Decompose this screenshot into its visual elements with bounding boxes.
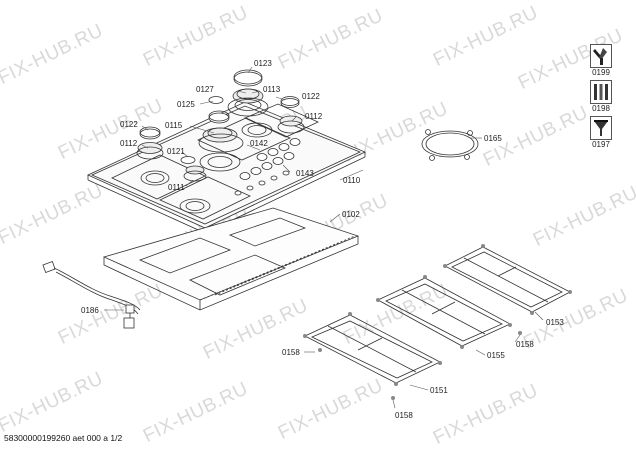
callout-0151: 0151 — [430, 386, 448, 395]
rubber-feet — [303, 244, 572, 400]
control-knobs — [234, 138, 301, 196]
wok-burner-stack — [227, 69, 269, 117]
pan-support-right — [444, 246, 571, 313]
callout-0186: 0186 — [81, 306, 99, 315]
callout-0165: 0165 — [484, 134, 502, 143]
callout-0127: 0127 — [196, 85, 214, 94]
callout-0158-left: 0158 — [282, 348, 300, 357]
callout-0112-left: 0112 — [120, 139, 138, 148]
burner-0111 — [180, 156, 207, 182]
icon-code-0198: 0198 — [592, 104, 610, 113]
callout-0122: 0122 — [302, 92, 320, 101]
callout-0122-left: 0122 — [120, 120, 138, 129]
callout-0121: 0121 — [167, 147, 185, 156]
bottom-tray — [102, 207, 360, 311]
callout-0125: 0125 — [177, 100, 195, 109]
callout-0112: 0112 — [305, 112, 323, 121]
callout-0110: 0110 — [343, 176, 361, 185]
callout-0158-bottom: 0158 — [395, 411, 413, 420]
callout-0113: 0113 — [263, 85, 281, 94]
callout-0143: 0143 — [296, 169, 314, 178]
callout-0111: 0111 — [168, 183, 185, 192]
callout-0123: 0123 — [254, 59, 272, 68]
callout-0153: 0153 — [546, 318, 564, 327]
wok-ring — [421, 129, 479, 161]
power-cable — [42, 261, 141, 329]
small-burner-right — [277, 96, 305, 134]
document-footer: 58300000199260 aet 000 a 1/2 — [4, 433, 123, 443]
callout-0158-right: 0158 — [516, 340, 534, 349]
callout-0102: 0102 — [342, 210, 360, 219]
callout-labels: 0123 0127 0113 0122 0125 0112 0122 0115 … — [81, 59, 564, 420]
funnel-icon — [590, 116, 612, 140]
icon-code-0197: 0197 — [592, 140, 610, 149]
leader-lines — [104, 66, 544, 409]
icon-code-0199: 0199 — [592, 68, 610, 77]
pan-support-middle — [377, 277, 511, 347]
callout-0155: 0155 — [487, 351, 505, 360]
tools-icon — [590, 80, 612, 104]
small-burner-left — [136, 126, 164, 160]
burner-assemblies — [140, 122, 273, 214]
callout-0115: 0115 — [165, 121, 183, 130]
large-burner-stack — [198, 96, 244, 153]
callout-0142: 0142 — [250, 139, 268, 148]
pan-support-left — [304, 314, 441, 384]
wrench-screwdriver-icon — [590, 44, 612, 68]
